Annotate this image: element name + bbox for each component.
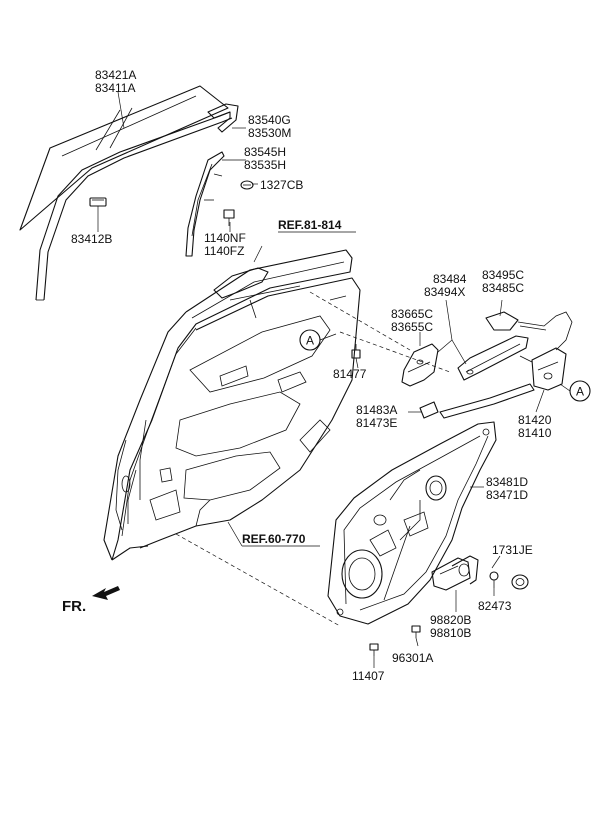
- label-run-b: 83530M: [248, 126, 291, 140]
- circle-marker-a-left: A: [299, 329, 337, 351]
- label-lock-a: 81483A: [356, 403, 397, 417]
- screw-81477: [351, 344, 361, 359]
- label-handle-b: 83655C: [391, 320, 433, 334]
- label-motor-a: 98820B: [430, 613, 471, 627]
- bolt-1140nf: [223, 209, 235, 226]
- regulator-motor: [431, 555, 479, 591]
- label-bolt-b: 1140FZ: [204, 244, 244, 258]
- label-bolt-82473: 82473: [478, 599, 512, 613]
- ref-label-mid: REF.60-770: [242, 532, 306, 546]
- window-regulator: [327, 421, 497, 625]
- label-glass-b: 83411A: [95, 81, 135, 95]
- label-handle-a: 83665C: [391, 307, 433, 321]
- svg-text:A: A: [306, 334, 314, 348]
- assembly-dashed-lines: [175, 291, 451, 627]
- label-run-a: 83540G: [248, 113, 291, 127]
- label-bolt-96301a: 96301A: [392, 651, 433, 665]
- latch-cable: [485, 311, 573, 351]
- outside-handle: [457, 335, 529, 381]
- label-glass-clip: 83412B: [71, 232, 112, 246]
- bolt-96301a: [411, 625, 421, 638]
- label-seal-1731je: 1731JE: [492, 543, 533, 557]
- ref-label-top: REF.81-814: [278, 218, 342, 232]
- label-latch-cable-a: 83495C: [482, 268, 524, 282]
- ref-leaders: [227, 231, 356, 547]
- outside-handle-bracket: [401, 343, 439, 387]
- label-channel-a: 83545H: [244, 145, 286, 159]
- door-inner-frame: [103, 249, 361, 561]
- label-latch-a: 81420: [518, 413, 552, 427]
- label-channel-b: 83535H: [244, 158, 286, 172]
- glass-run-channel: [35, 111, 233, 301]
- glass-clip: [89, 197, 107, 207]
- label-lock-b: 81473E: [356, 416, 397, 430]
- label-bolt-a: 1140NF: [204, 231, 246, 245]
- bolt-82473: [489, 571, 499, 588]
- lock-clip: [419, 401, 439, 419]
- circle-marker-a-right: A: [559, 380, 591, 402]
- svg-text:A: A: [576, 385, 584, 399]
- label-motor-b: 98810B: [430, 626, 471, 640]
- label-glass-a: 83421A: [95, 68, 136, 82]
- lock-rod: [439, 383, 535, 419]
- label-regulator-b: 83471D: [486, 488, 528, 502]
- label-latch-b: 81410: [518, 426, 552, 440]
- part-labels: 83421A 83411A 83412B 83540G 83530M 83545…: [71, 68, 552, 683]
- division-channel: [185, 151, 225, 257]
- door-latch: [519, 347, 567, 391]
- grommet-1731je: [511, 574, 529, 590]
- label-latch-cable-b: 83485C: [482, 281, 524, 295]
- front-arrow-icon: [92, 586, 120, 600]
- label-grommet: 1327CB: [260, 178, 303, 192]
- label-regulator-a: 83481D: [486, 475, 528, 489]
- label-rod-b: 83494X: [424, 285, 465, 299]
- grommet: [240, 180, 254, 190]
- label-rod-a: 83484: [433, 272, 467, 286]
- label-screw-81477: 81477: [333, 367, 367, 381]
- front-label: FR.: [62, 598, 86, 615]
- leader-lines: [97, 91, 545, 668]
- upper-glass-run: [207, 103, 239, 133]
- bolt-11407: [369, 643, 379, 656]
- label-bolt-11407: 11407: [352, 669, 385, 683]
- front-direction-indicator: FR.: [62, 586, 120, 615]
